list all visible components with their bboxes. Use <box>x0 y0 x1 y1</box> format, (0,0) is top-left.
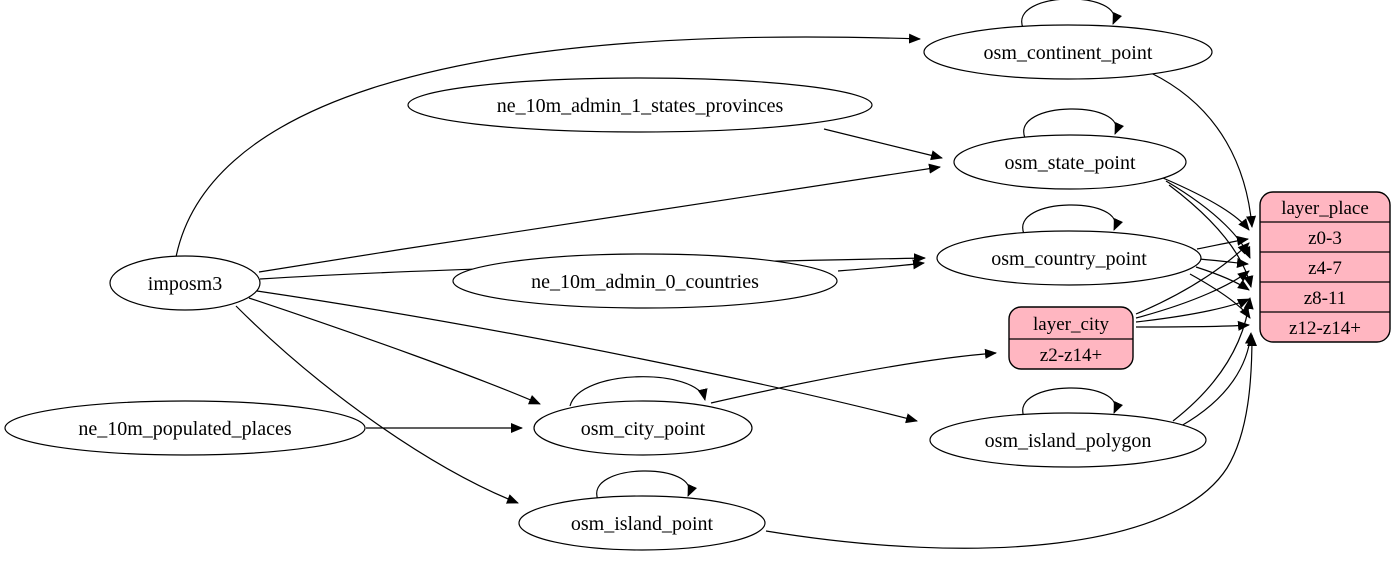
node-osm_island_polygon: osm_island_polygon <box>929 412 1207 468</box>
edge-layer_city-to-layer_place-z8-11 <box>1135 298 1250 323</box>
node-osm_island_point-label: osm_island_point <box>571 513 714 535</box>
edge-layer_city-to-layer_place-z0-3 <box>1135 242 1250 315</box>
edge-imposm3-to-osm_island_point <box>235 305 519 504</box>
edge-selfloop-osm_continent_point <box>1021 0 1122 29</box>
node-osm_city_point-label: osm_city_point <box>581 418 706 440</box>
record-layer_city-row-z2-z14: z2-z14+ <box>1040 345 1102 366</box>
node-imposm3-label: imposm3 <box>148 273 222 295</box>
edge-osm_city_point-to-layer_city <box>710 348 997 404</box>
node-ne_10m_admin_0_countries: ne_10m_admin_0_countries <box>452 253 838 309</box>
node-osm_city_point: osm_city_point <box>533 400 753 456</box>
node-ne_10m_admin_1_states_provinces-shape <box>407 77 873 133</box>
node-osm_state_point-shape <box>953 134 1187 190</box>
node-osm_island_polygon-label: osm_island_polygon <box>985 430 1152 452</box>
record-layer_place-row-z4-7: z4-7 <box>1308 258 1342 279</box>
edge-imposm3-to-osm_island_polygon <box>256 290 918 424</box>
node-osm_continent_point-shape <box>923 24 1213 80</box>
edge-osm_continent_point-to-layer_place-z0-3 <box>1150 72 1257 228</box>
edge-imposm3-to-osm_city_point <box>248 297 541 405</box>
edge-osm_island_point-to-layer_place-z12-z14 <box>765 334 1257 549</box>
node-ne_10m_populated_places: ne_10m_populated_places <box>4 400 366 456</box>
node-osm_island_point-shape <box>518 495 766 551</box>
node-osm_island_point: osm_island_point <box>518 495 766 551</box>
edge-layer_city-to-layer_place-z12-z14 <box>1135 320 1250 331</box>
edge-imposm3-to-osm_continent_point <box>175 33 921 258</box>
record-layer_place-shape <box>1259 191 1391 343</box>
edge-osm_country_point-to-layer_place-z0-3 <box>1196 235 1249 250</box>
edge-selfloop-osm_country_point <box>1022 204 1123 235</box>
edge-selfloop-osm_city_point <box>569 376 708 407</box>
node-osm_state_point-label: osm_state_point <box>1004 152 1136 174</box>
node-osm_country_point-shape <box>936 230 1202 286</box>
node-imposm3-shape <box>109 255 261 311</box>
record-layer_place: layer_place z0-3 z4-7 z8-11 z12-z14+ <box>1259 191 1391 343</box>
node-ne_10m_admin_1_states_provinces-label: ne_10m_admin_1_states_provinces <box>497 95 784 117</box>
edge-ne_10m_admin_1_states_provinces-to-osm_state_point <box>823 128 943 161</box>
record-layer_city-title: layer_city <box>1033 314 1109 335</box>
node-ne_10m_populated_places-shape <box>4 400 366 456</box>
node-ne_10m_admin_1_states_provinces: ne_10m_admin_1_states_provinces <box>407 77 873 133</box>
node-imposm3: imposm3 <box>109 255 261 311</box>
record-layer_place-title: layer_place <box>1281 198 1369 219</box>
node-ne_10m_admin_0_countries-label: ne_10m_admin_0_countries <box>531 271 759 293</box>
node-osm_country_point: osm_country_point <box>936 230 1202 286</box>
edge-ne_10m_admin_0_countries-to-osm_country_point <box>837 259 925 272</box>
record-layer_place-row-z12-z14: z12-z14+ <box>1289 318 1361 339</box>
edge-osm_island_polygon-to-layer_place-z8-11 <box>1172 297 1254 422</box>
edge-osm_country_point-to-layer_place-z8-11 <box>1195 266 1250 291</box>
edge-layer_city-to-layer_place-z4-7 <box>1135 270 1250 319</box>
node-ne_10m_admin_0_countries-shape <box>452 253 838 309</box>
edge-selfloop-osm_island_point <box>596 470 697 501</box>
record-layer_city-shape <box>1008 306 1134 370</box>
record-layer_city: layer_city z2-z14+ <box>1008 306 1134 370</box>
edge-selfloop-osm_island_polygon <box>1022 387 1123 418</box>
node-osm_city_point-shape <box>533 400 753 456</box>
node-osm_continent_point-label: osm_continent_point <box>984 42 1153 64</box>
edge-osm_state_point-to-layer_place-z0-3 <box>1162 177 1250 231</box>
record-layer_place-row-z0-3: z0-3 <box>1308 228 1342 249</box>
record-layer_place-row-z8-11: z8-11 <box>1304 288 1347 309</box>
node-osm_country_point-label: osm_country_point <box>991 248 1147 270</box>
node-osm_state_point: osm_state_point <box>953 134 1187 190</box>
node-osm_continent_point: osm_continent_point <box>923 24 1213 80</box>
node-osm_island_polygon-shape <box>929 412 1207 468</box>
edge-imposm3-to-osm_state_point <box>258 163 941 273</box>
node-ne_10m_populated_places-label: ne_10m_populated_places <box>78 418 291 440</box>
edge-selfloop-osm_state_point <box>1023 108 1124 139</box>
edge-osm_country_point-to-layer_place-z12-z14 <box>1189 273 1251 319</box>
edges <box>175 0 1257 549</box>
